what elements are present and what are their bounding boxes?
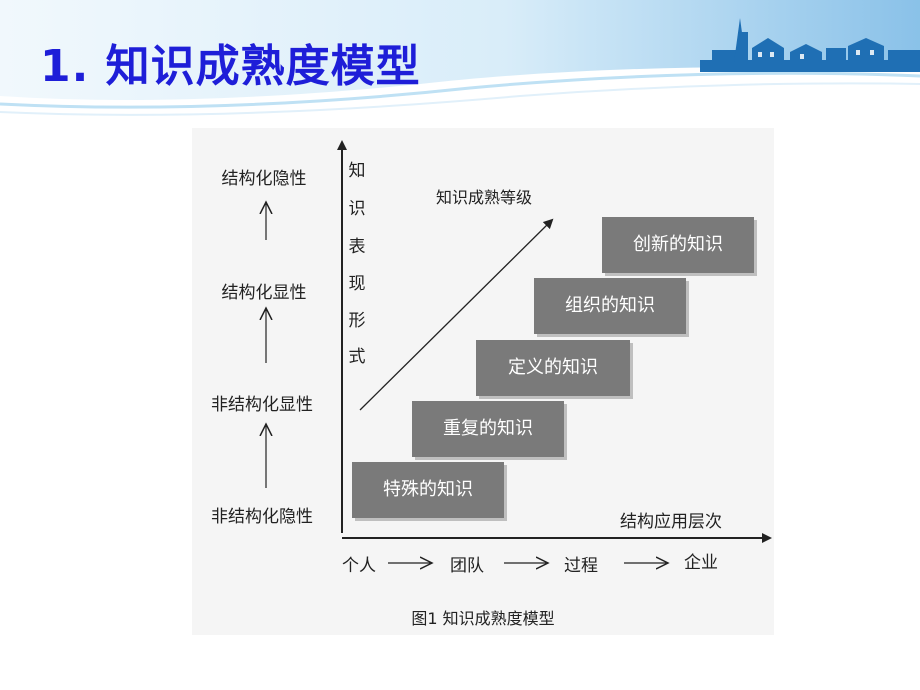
diagram-figure: 结构化隐性 结构化显性 非结构化显性 非结构化隐性 知 识 表 现 形 式 知识… <box>192 128 774 635</box>
x-level-team: 团队 <box>450 556 484 576</box>
y-axis-label-char: 表 <box>348 237 366 257</box>
maturity-arrow <box>359 218 554 411</box>
header-wave <box>0 0 920 100</box>
x-level-process: 过程 <box>564 556 598 576</box>
y-axis-label-char: 现 <box>348 274 366 294</box>
diagram-lines <box>192 140 772 635</box>
step-organized-knowledge: 组织的知识 <box>534 278 686 334</box>
step-innovative-knowledge: 创新的知识 <box>602 217 754 273</box>
x-level-individual: 个人 <box>342 556 376 576</box>
step-repeated-knowledge: 重复的知识 <box>412 401 564 457</box>
figure-caption: 图1 知识成熟度模型 <box>411 609 555 628</box>
level-unstructured-explicit: 非结构化显性 <box>211 395 313 415</box>
x-axis-label: 结构应用层次 <box>620 512 722 532</box>
y-axis-label-char: 形 <box>348 311 366 331</box>
level-unstructured-tacit: 非结构化隐性 <box>211 507 313 527</box>
step-special-knowledge: 特殊的知识 <box>352 462 504 518</box>
level-structured-explicit: 结构化显性 <box>221 283 307 303</box>
y-axis-label-char: 识 <box>348 199 366 219</box>
x-level-enterprise: 企业 <box>684 553 718 573</box>
slide-title: 1. 知识成熟度模型 <box>40 41 421 92</box>
town-skyline-icon <box>700 18 920 72</box>
maturity-level-label: 知识成熟等级 <box>436 188 533 207</box>
step-defined-knowledge: 定义的知识 <box>476 340 630 396</box>
header-banner <box>0 0 920 116</box>
y-axis-label-char: 式 <box>348 347 366 367</box>
y-axis-label-char: 知 <box>348 161 366 181</box>
level-structured-tacit: 结构化隐性 <box>221 169 307 189</box>
